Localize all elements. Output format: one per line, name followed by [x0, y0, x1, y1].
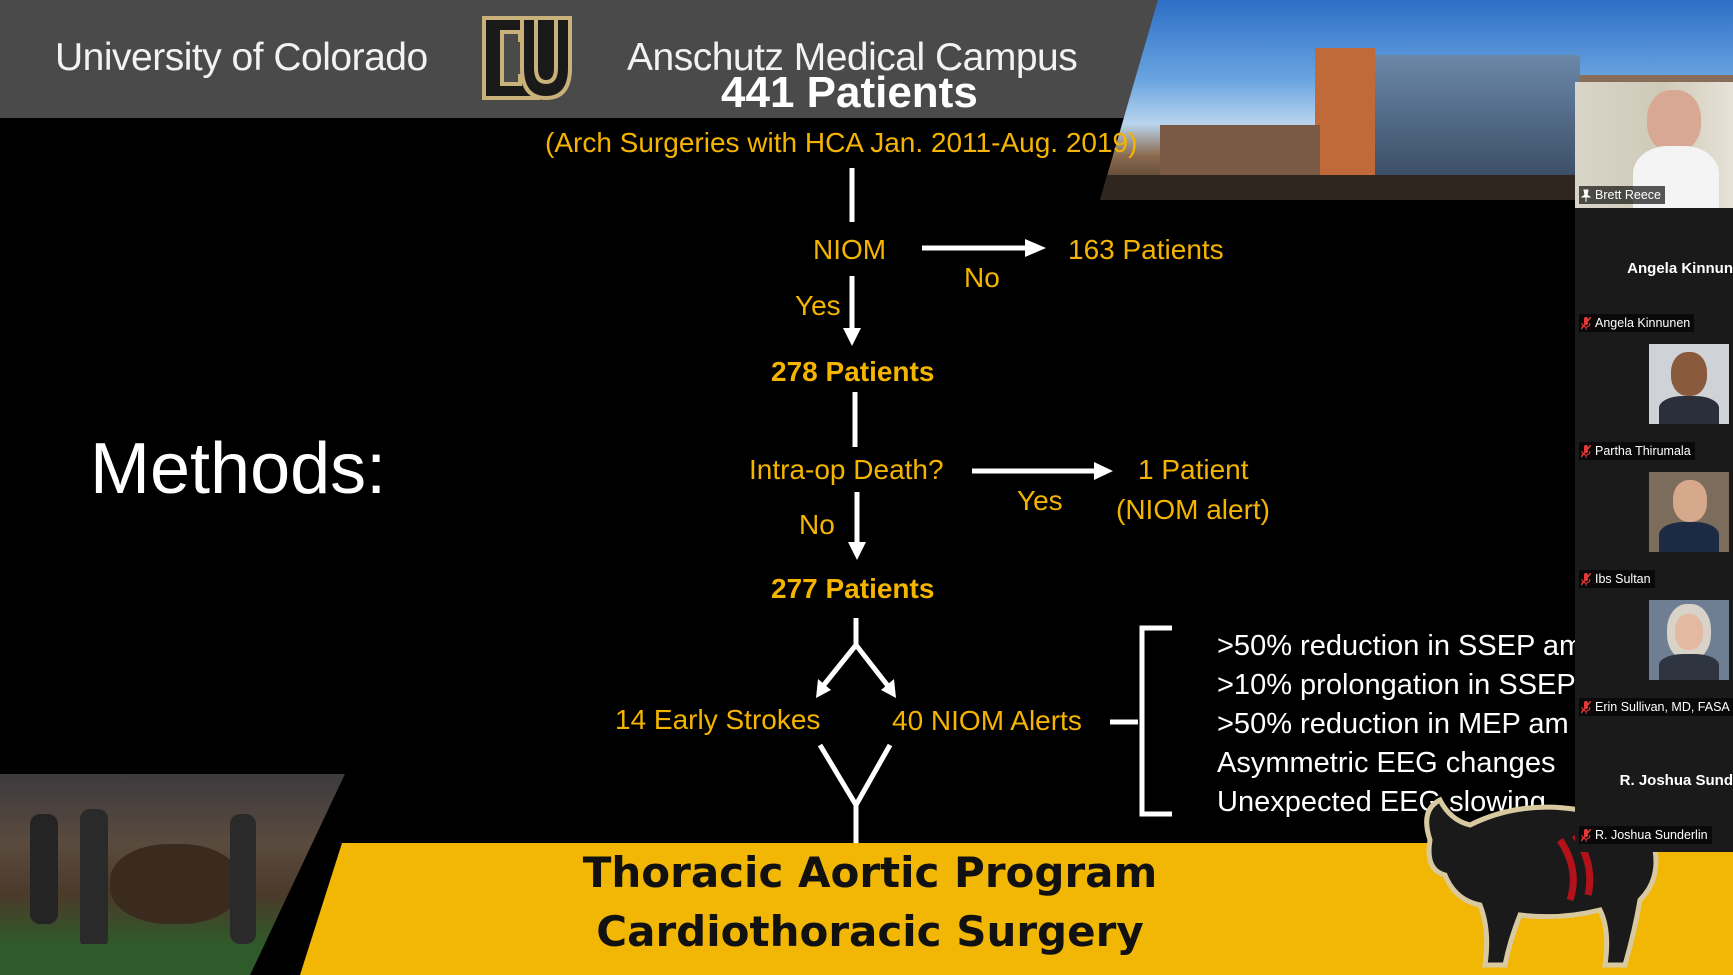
slide-title: 441 Patients [721, 68, 978, 117]
participant-tile-angela-kinnunen[interactable]: Angela Kinnun Angela Kinnunen [1575, 210, 1733, 336]
participant-name: Ibs Sultan [1595, 572, 1651, 586]
death-no-label: No [799, 509, 835, 540]
participant-label: R. Joshua Sunderlin [1579, 826, 1712, 844]
cu-logo-icon [482, 16, 572, 101]
participants-panel: Brett Reece Angela Kinnun Angela Kinnune… [1575, 82, 1733, 852]
footer-title-line2: Cardiothoracic Surgery [596, 907, 1144, 956]
death-yes-label: Yes [1017, 485, 1063, 516]
muted-mic-icon [1581, 828, 1591, 842]
criteria-item: >50% reduction in MEP am [1217, 708, 1569, 740]
participant-name: Angela Kinnunen [1595, 316, 1691, 330]
participant-label: Partha Thirumala [1579, 442, 1695, 460]
participant-tile-partha-thirumala[interactable]: Partha Thirumala [1575, 338, 1733, 464]
participant-tile-brett-reece[interactable]: Brett Reece [1575, 82, 1733, 208]
methods-heading: Methods: [90, 429, 387, 509]
footer-title-line1: Thoracic Aortic Program [582, 848, 1158, 897]
muted-mic-icon [1581, 444, 1591, 458]
muted-mic-icon [1581, 700, 1591, 714]
participant-label: Brett Reece [1579, 186, 1666, 204]
death-question: Intra-op Death? [749, 454, 944, 485]
buffalo-run-photo [0, 774, 345, 975]
death-yes-result-line1: 1 Patient [1138, 454, 1249, 485]
participant-headshot [1649, 600, 1729, 680]
participant-tile-r-joshua-sunderlin[interactable]: R. Joshua Sund R. Joshua Sunderlin [1575, 722, 1733, 848]
participant-name: Erin Sullivan, MD, FASA [1595, 700, 1730, 714]
niom-no-result: 163 Patients [1068, 234, 1224, 265]
participant-label: Angela Kinnunen [1579, 314, 1695, 332]
slide-subtitle: (Arch Surgeries with HCA Jan. 2011-Aug. … [545, 127, 1138, 158]
niom-yes-label: Yes [795, 290, 841, 321]
participant-headshot [1649, 472, 1729, 552]
criteria-item: Asymmetric EEG changes [1217, 747, 1556, 779]
participant-name: Brett Reece [1595, 188, 1662, 202]
participant-name: Partha Thirumala [1595, 444, 1691, 458]
participant-label: Ibs Sultan [1579, 570, 1655, 588]
niom-node: NIOM [813, 234, 887, 265]
pin-icon [1581, 189, 1591, 202]
alert-criteria-list: >50% reduction in SSEP am >10% prolongat… [1217, 627, 1577, 822]
participant-display-name: Angela Kinnun [1627, 260, 1733, 277]
participant-name: R. Joshua Sunderlin [1595, 828, 1708, 842]
criteria-item: >10% prolongation in SSEP [1217, 669, 1576, 701]
patients-277: 277 Patients [771, 573, 935, 604]
early-strokes: 14 Early Strokes [615, 704, 821, 735]
muted-mic-icon [1581, 572, 1591, 586]
participant-tile-ibs-sultan[interactable]: Ibs Sultan [1575, 466, 1733, 592]
niom-alerts: 40 NIOM Alerts [892, 705, 1082, 736]
patients-278: 278 Patients [771, 356, 935, 387]
university-name: University of Colorado [55, 36, 428, 79]
participant-tile-erin-sullivan[interactable]: Erin Sullivan, MD, FASA [1575, 594, 1733, 720]
criteria-item: >50% reduction in SSEP am [1217, 630, 1577, 662]
death-yes-result-line2: (NIOM alert) [1116, 494, 1270, 525]
criteria-item: Unexpected EEG slowing [1217, 786, 1546, 818]
participant-display-name: R. Joshua Sund [1619, 772, 1733, 789]
participant-headshot [1649, 344, 1729, 424]
niom-no-label: No [964, 262, 1000, 293]
campus-name: Anschutz Medical Campus [627, 36, 1078, 79]
participant-label: Erin Sullivan, MD, FASA [1579, 698, 1733, 716]
muted-mic-icon [1581, 316, 1591, 330]
